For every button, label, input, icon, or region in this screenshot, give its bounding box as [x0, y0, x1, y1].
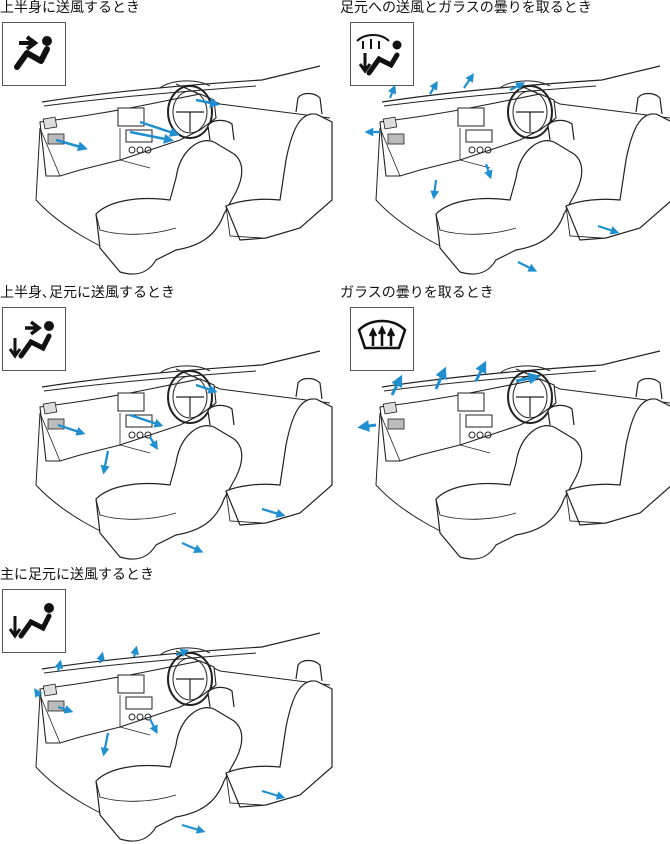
face-vent-icon — [2, 22, 66, 86]
car-interior-diagram — [364, 65, 670, 276]
panel-title: 足元への送風とガラスの曇りを取るとき — [340, 0, 592, 16]
foot-defrost-icon — [350, 22, 414, 86]
panel-bi-level: 上半身､足元に送風するとき — [0, 285, 333, 561]
panel-title: 上半身に送風するとき — [0, 0, 140, 16]
panel-title: 上半身､足元に送風するとき — [0, 285, 175, 301]
car-interior-diagram — [35, 350, 333, 561]
car-interior-diagram — [35, 65, 333, 276]
panel-foot: 主に足元に送風するとき — [0, 567, 333, 844]
bi-level-icon — [2, 307, 66, 371]
panel-title: 主に足元に送風するとき — [0, 567, 154, 583]
car-interior-diagram — [34, 632, 333, 843]
panel-foot-defrost: 足元への送風とガラスの曇りを取るとき — [340, 0, 670, 276]
defrost-icon — [350, 307, 414, 371]
panel-title: ガラスの曇りを取るとき — [340, 285, 494, 301]
panel-upper-body: 上半身に送風するとき — [0, 0, 333, 276]
foot-vent-icon — [2, 589, 66, 653]
panel-defrost: ガラスの曇りを取るとき — [340, 285, 670, 561]
car-interior-diagram — [357, 350, 670, 561]
